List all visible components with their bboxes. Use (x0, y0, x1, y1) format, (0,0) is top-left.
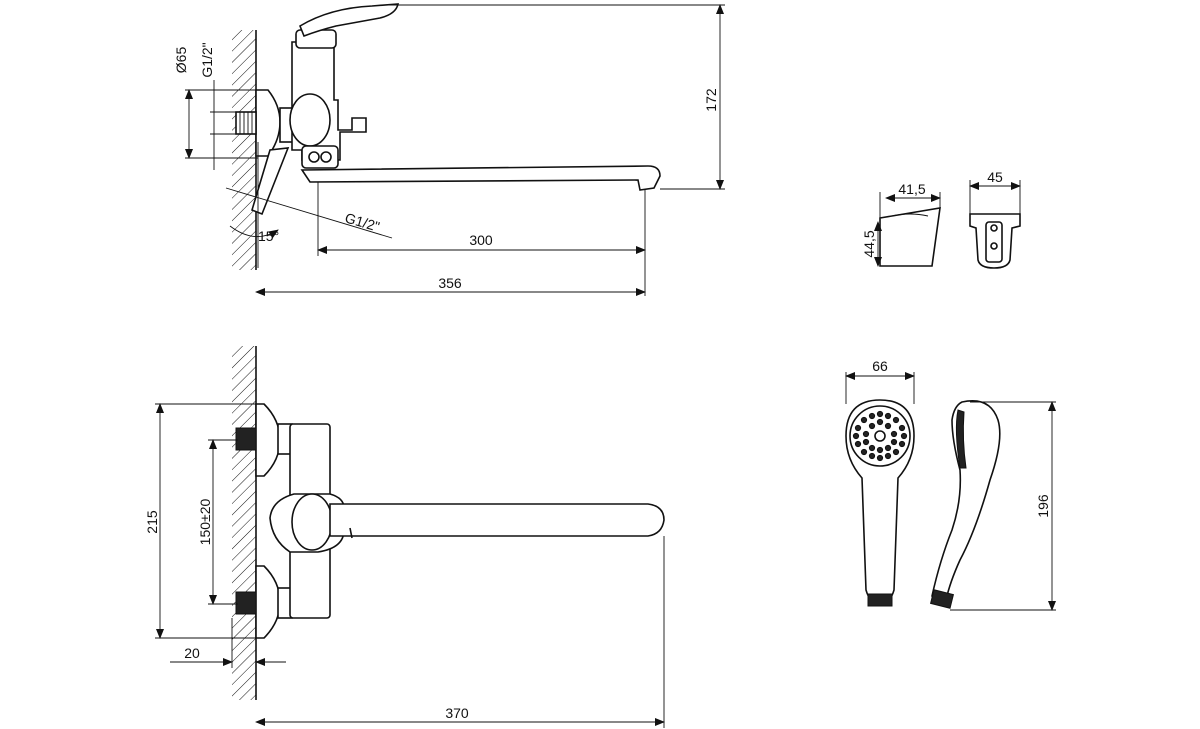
dim-20: 20 (184, 645, 200, 661)
dim-172: 172 (703, 88, 719, 112)
spray-nozzles (852, 410, 908, 462)
dim-66: 66 (872, 358, 888, 374)
dim-356: 356 (438, 275, 462, 291)
dim-150-20: 150±20 (197, 498, 213, 545)
bottom-mixer-view: 215 150±20 20 370 (144, 346, 665, 728)
dim-d65: Ø65 (173, 47, 189, 74)
top-mixer-view: 172 Ø65 G1/2" 15° G1/2" 300 356 (173, 3, 725, 296)
dim-45: 45 (987, 169, 1003, 185)
dim-300: 300 (469, 232, 493, 248)
dim-370: 370 (445, 705, 469, 721)
dim-196: 196 (1035, 494, 1051, 518)
shower-head-front-view: 66 (845, 358, 915, 607)
bottom-wall-hatch (232, 346, 256, 700)
dim-g12-top: G1/2" (199, 42, 215, 77)
holder-front-view: 45 (969, 169, 1021, 269)
shower-head-side-view: 196 (929, 400, 1056, 611)
holder-side-view: 41,5 44,5 (861, 181, 941, 267)
dim-44-5: 44,5 (861, 230, 877, 257)
dim-215: 215 (144, 510, 160, 534)
dim-41-5: 41,5 (898, 181, 925, 197)
dim-g12-diag: G1/2" (343, 210, 381, 235)
dim-angle-15: 15° (258, 228, 279, 244)
